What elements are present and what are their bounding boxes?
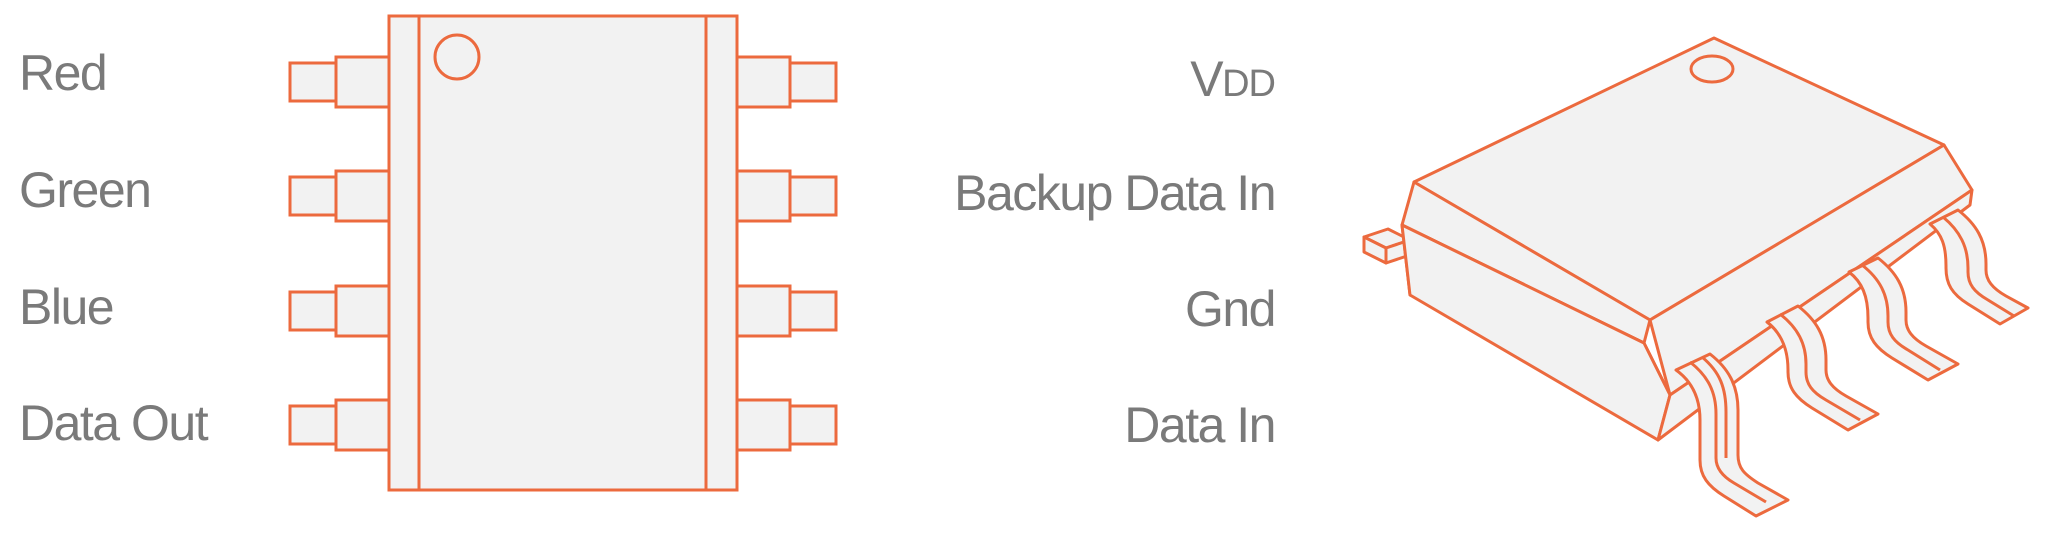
pin-7-tip	[788, 175, 838, 217]
pin-label-data-in: Data In	[1124, 397, 1276, 453]
pin-label-green: Green	[19, 162, 152, 218]
leg-4	[1928, 208, 2030, 326]
pin-4-base	[334, 398, 391, 452]
leg-3	[1847, 256, 1960, 382]
ic-body	[387, 14, 739, 492]
pin-label-gnd: Gnd	[1184, 281, 1277, 337]
package-side-face	[1656, 188, 1974, 442]
pin-6-base	[735, 284, 792, 338]
pin-label-data-out: Data Out	[19, 395, 209, 451]
left-pins	[288, 55, 391, 452]
pin-3-tip	[288, 290, 338, 332]
pin-label-vdd: VDD	[1190, 51, 1276, 107]
pin-label-vdd-main: V	[1190, 51, 1223, 107]
pin-8-tip	[788, 61, 838, 103]
leg-1	[1674, 352, 1790, 518]
pin-label-vdd-sub: DD	[1222, 63, 1276, 105]
right-pins	[735, 55, 838, 452]
pin1-marker-dot	[433, 33, 481, 81]
pin-label-red: Red	[19, 45, 108, 101]
pin-label-backup-data-in: Backup Data In	[954, 165, 1276, 221]
pin-5-tip	[788, 404, 838, 446]
pin-6-tip	[788, 290, 838, 332]
pin-7-base	[735, 169, 792, 223]
pin1-marker-dot-3d	[1689, 54, 1735, 84]
leg-2	[1765, 304, 1880, 432]
pin-label-blue: Blue	[19, 279, 115, 335]
